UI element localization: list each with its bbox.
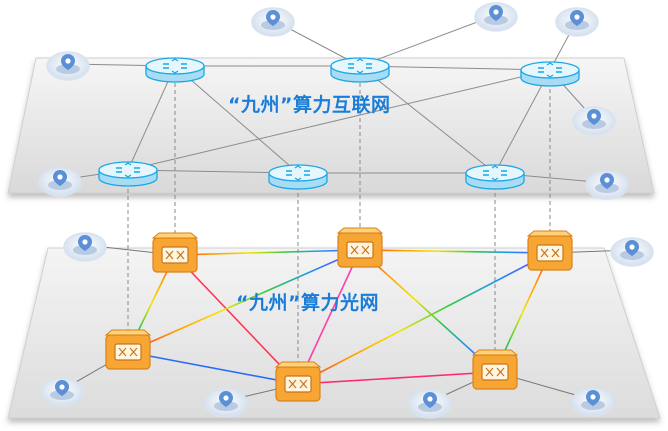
endpoint-icon bbox=[251, 7, 295, 37]
endpoints bbox=[38, 2, 654, 419]
routers bbox=[98, 57, 580, 190]
upper-plane-title: “九州”算力互联网 bbox=[228, 93, 390, 116]
optical-switch-icon bbox=[274, 361, 322, 402]
endpoint-icon bbox=[408, 389, 452, 419]
endpoint-icon bbox=[63, 232, 107, 262]
optical-switch-icon bbox=[526, 230, 574, 271]
optical-switch-icon bbox=[336, 227, 384, 268]
endpoint-icon bbox=[38, 167, 82, 197]
vertical-connections bbox=[127, 76, 551, 372]
router-icon bbox=[145, 57, 205, 83]
endpoint-icon bbox=[571, 387, 615, 417]
upper-plane bbox=[7, 57, 655, 194]
endpoint-icon bbox=[585, 170, 629, 200]
endpoint-icon bbox=[204, 388, 248, 418]
router-icon bbox=[268, 164, 328, 190]
optical-switch-icon bbox=[104, 329, 152, 370]
optical-switch-icon bbox=[471, 349, 519, 390]
endpoint-icon bbox=[610, 237, 654, 267]
router-icon bbox=[330, 57, 390, 83]
endpoint-icon bbox=[40, 377, 84, 407]
endpoint-icon bbox=[572, 106, 616, 136]
router-icon bbox=[465, 164, 525, 190]
optical-switches bbox=[104, 227, 574, 402]
endpoint-icon bbox=[555, 7, 599, 37]
endpoint-icon bbox=[474, 2, 518, 32]
endpoint-icon bbox=[46, 51, 90, 81]
optical-switch-icon bbox=[151, 232, 199, 273]
router-icon bbox=[98, 161, 158, 187]
router-icon bbox=[520, 61, 580, 87]
lower-plane bbox=[7, 247, 661, 419]
lower-plane-title: “九州”算力光网 bbox=[236, 291, 379, 314]
